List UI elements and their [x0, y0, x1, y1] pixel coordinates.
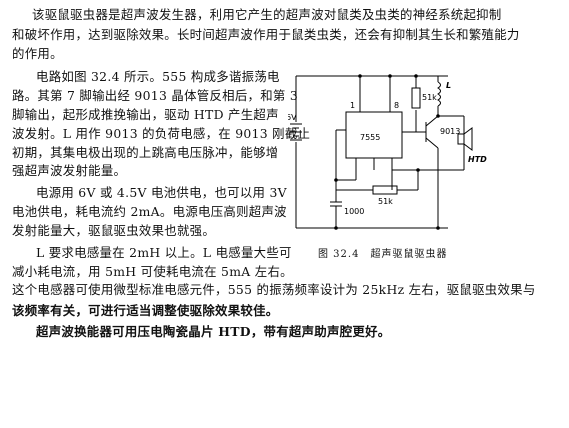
label-transducer: HTD	[468, 155, 487, 164]
circuit-line-4: 波发射。L 用作 9013 的负荷电感，在 9013 刚截止	[12, 126, 311, 141]
inductor-line-2: 减小耗电流，用 5mH 可使耗电流在 5mA 左右。	[12, 264, 293, 279]
circuit-diagram: 6V 1 8 7555 51k L 9013 HTD 1000 51k	[288, 74, 487, 230]
label-transistor: 9013	[440, 127, 460, 136]
intro-line-1: 该驱鼠驱虫器是超声波发生器，利用它产生的超声波对鼠类及虫类的神经系统起抑制	[32, 7, 502, 22]
circuit-line-3: 脚输出，起形成推挽输出，驱动 HTD 产生超声	[12, 107, 279, 122]
power-line-1: 电源用 6V 或 4.5V 电池供电，也可以用 3V	[36, 185, 287, 200]
circuit-line-2: 路。其第 7 脚输出经 9013 晶体管反相后，和第 3	[12, 88, 299, 103]
power-line-2: 电池供电，耗电流约 2mA。电源电压高则超声波	[12, 204, 287, 219]
intro-line-3: 的作用。	[12, 46, 63, 61]
label-battery: 6V	[288, 113, 297, 122]
inductor-line-4: 该频率有关，可进行适当调整使驱除效果较佳。	[12, 303, 279, 318]
intro-line-2: 和破坏作用，达到驱除效果。长时间超声波作用于鼠类虫类，还会有抑制其生长和繁殖能力	[12, 27, 520, 42]
circuit-line-5: 初期，其集电极出现的上跳高电压脉冲，能够增	[12, 145, 279, 160]
circuit-line-6: 强超声波发射能量。	[12, 163, 127, 178]
figure-caption: 图 32.4 超声驱鼠驱虫器	[318, 249, 448, 260]
circuit-line-1: 电路如图 32.4 所示。555 构成多谐振荡电	[36, 69, 280, 84]
label-resistor-bottom: 51k	[378, 197, 393, 206]
transducer-line-1: 超声波换能器可用压电陶瓷晶片 HTD，带有超声助声腔更好。	[36, 324, 391, 339]
label-resistor-top: 51k	[422, 93, 437, 102]
inductor-line-1: L 要求电感量在 2mH 以上。L 电感量大些可	[36, 245, 292, 260]
inductor-line-3: 这个电感器可使用微型标准电感元件，555 的振荡频率设计为 25kHz 左右，驱…	[12, 282, 536, 297]
label-pin8: 8	[394, 101, 399, 110]
label-capacitor: 1000	[344, 207, 364, 216]
label-pin1: 1	[350, 101, 355, 110]
power-line-3: 发射能量大，驱鼠驱虫效果也就强。	[12, 223, 216, 238]
label-inductor: L	[446, 81, 451, 90]
label-ic: 7555	[360, 133, 380, 142]
